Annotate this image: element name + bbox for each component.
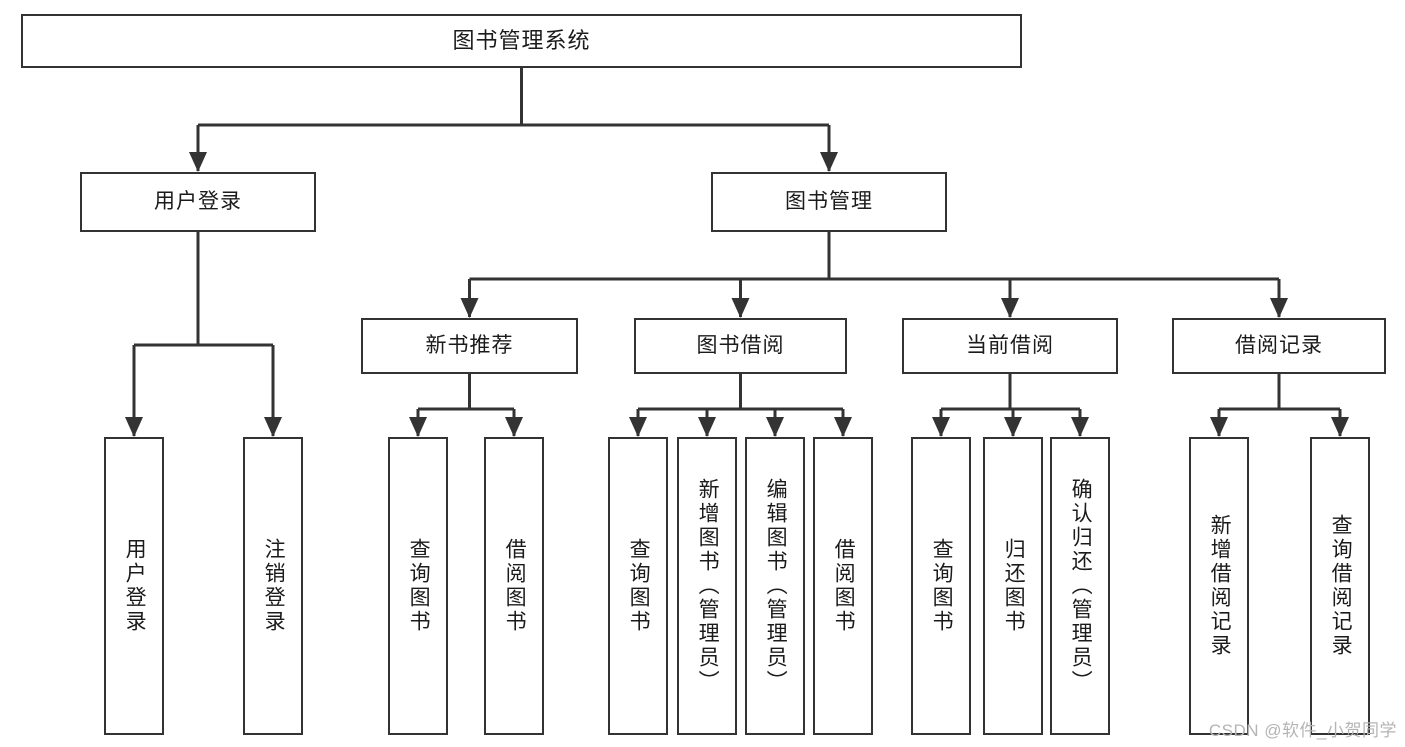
node-leaf5[interactable]: 查询图书 [608,437,668,735]
node-label: 查询图书 [407,538,431,634]
node-leaf9[interactable]: 查询图书 [911,437,971,735]
node-label: 编辑图书（管理员） [764,478,788,694]
node-leaf13[interactable]: 查询借阅记录 [1310,437,1370,735]
node-label: 借阅图书 [832,538,856,634]
node-records[interactable]: 借阅记录 [1172,318,1386,374]
node-leaf1[interactable]: 用户登录 [104,437,164,735]
node-current[interactable]: 当前借阅 [902,318,1118,374]
node-borrow[interactable]: 图书借阅 [634,318,847,374]
node-root[interactable]: 图书管理系统 [21,14,1022,68]
node-newbook[interactable]: 新书推荐 [361,318,578,374]
node-label: 借阅记录 [1235,334,1323,358]
node-label: 新增借阅记录 [1208,514,1232,658]
node-leaf3[interactable]: 查询图书 [388,437,448,735]
node-label: 图书管理 [785,190,873,214]
watermark: CSDN @软件_小贺同学 [1208,721,1397,740]
node-leaf7[interactable]: 编辑图书（管理员） [745,437,805,735]
node-label: 查询借阅记录 [1329,514,1353,658]
node-label: 确认归还（管理员） [1069,478,1093,694]
node-label: 新增图书（管理员） [696,478,720,694]
node-label: 当前借阅 [966,334,1054,358]
node-leaf2[interactable]: 注销登录 [243,437,303,735]
node-leaf4[interactable]: 借阅图书 [484,437,544,735]
node-bookmgmt[interactable]: 图书管理 [711,172,947,232]
node-label: 归还图书 [1002,538,1026,634]
node-login[interactable]: 用户登录 [80,172,316,232]
node-label: 新书推荐 [425,334,514,358]
node-label: 用户登录 [154,190,242,214]
node-label: 图书借阅 [696,334,785,358]
node-label: 查询图书 [930,538,954,634]
node-leaf12[interactable]: 新增借阅记录 [1189,437,1249,735]
node-label: 图书管理系统 [452,27,591,53]
node-leaf11[interactable]: 确认归还（管理员） [1050,437,1110,735]
node-label: 用户登录 [123,538,147,634]
node-label: 借阅图书 [503,538,527,634]
node-leaf10[interactable]: 归还图书 [983,437,1043,735]
node-leaf6[interactable]: 新增图书（管理员） [677,437,737,735]
node-label: 注销登录 [262,538,286,634]
node-leaf8[interactable]: 借阅图书 [813,437,873,735]
node-label: 查询图书 [627,538,651,634]
